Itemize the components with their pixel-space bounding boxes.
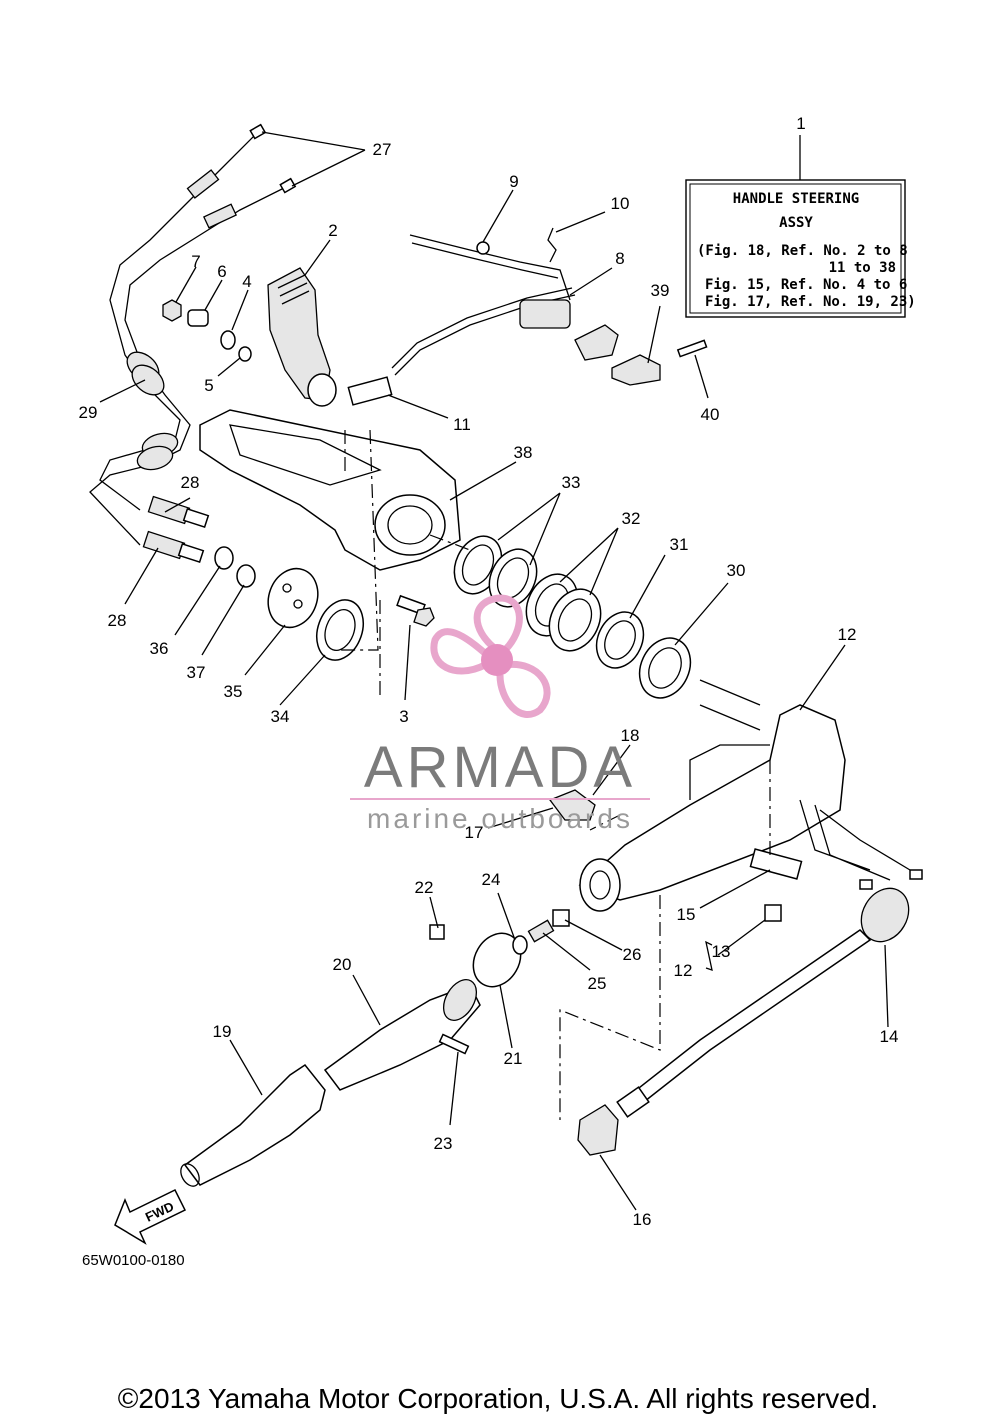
part-code: 65W0100-0180 [82,1252,185,1269]
callout-number: 3 [399,707,408,726]
callout-number: 37 [187,663,206,682]
label-plate [347,376,393,406]
callout-number: 9 [509,172,518,191]
callout-number: 25 [588,974,607,993]
callout-number: 32 [622,509,641,528]
throttle-lever [267,267,337,407]
callout-number: 8 [615,249,624,268]
link-rod-assembly [391,227,619,376]
callout-number: 12 [674,961,693,980]
watermark-tagline: marine outboards [367,803,633,834]
parts-drawing [89,123,923,1187]
callout-number: 11 [453,415,471,434]
callout-number: 39 [651,281,670,300]
info-box-ref-line4: Fig. 17, Ref. No. 19, 23) [705,294,916,310]
callout-number: 16 [633,1210,652,1229]
bolt [396,594,435,627]
callout-number: 23 [434,1134,453,1153]
callout-number: 38 [514,443,533,462]
steering-shaft [616,887,910,1118]
callout-number: 14 [880,1027,899,1046]
propeller-hub-icon [481,644,513,676]
info-box-ref-line3: Fig. 15, Ref. No. 4 to 6 [705,277,907,293]
callout-number: 24 [482,870,501,889]
callout-number: 19 [213,1022,232,1041]
callout-number: 4 [242,272,251,291]
screw [764,904,782,922]
cable-grommet-parts [214,546,319,629]
friction-washers [316,535,692,699]
small-fasteners-top-left [162,299,252,362]
callout-number: 22 [415,878,434,897]
watermark-brand: ARMADA [364,735,636,800]
callout-number: 18 [621,726,640,745]
steering-bracket [578,679,923,912]
fwd-arrow: FWD [114,1188,187,1245]
friction-bolt [611,339,708,386]
callout-number: 28 [108,611,127,630]
throttle-cables [89,123,297,564]
callout-number: 28 [181,473,200,492]
armada-watermark: ARMADA marine outboards [350,594,650,834]
callout-number: 26 [623,945,642,964]
callout-number: 1 [796,114,805,133]
callout-number: 29 [79,403,98,422]
clamp [577,1104,619,1156]
callout-number: 33 [562,473,581,492]
callout-number: 13 [712,942,731,961]
callout-number: 6 [217,262,226,281]
grease-nipple [548,789,596,821]
info-box-title-line1: HANDLE STEERING [733,191,859,207]
info-box: HANDLE STEERING ASSY (Fig. 18, Ref. No. … [685,135,916,318]
callout-number: 34 [271,707,290,726]
callout-number: 2 [328,221,337,240]
callout-number: 20 [333,955,352,974]
callout-number: 27 [373,140,392,159]
callout-number: 35 [224,682,243,701]
leader-lines [99,131,889,1211]
info-box-ref-line2: 11 to 38 [829,260,896,276]
callout-number: 30 [727,561,746,580]
callout-numbers: 1 2 3 4 5 6 7 8 9 10 11 12 12 13 14 15 1… [79,114,899,1229]
callout-number: 36 [150,639,169,658]
callout-number: 17 [465,823,484,842]
callout-number: 12 [838,625,857,644]
info-box-title-line2: ASSY [779,215,813,231]
throttle-grip-assembly [180,909,570,1187]
plate [749,848,803,880]
info-box-ref-line1: (Fig. 18, Ref. No. 2 to 8 [697,243,908,259]
callout-number: 10 [611,194,630,213]
callout-number: 7 [191,252,200,271]
steering-handle-bracket [199,409,461,571]
callout-number: 31 [670,535,689,554]
propeller-logo-icon [430,594,551,718]
copyright-notice: ©2013 Yamaha Motor Corporation, U.S.A. A… [118,1383,878,1414]
callout-number: 15 [677,905,696,924]
callout-number: 21 [504,1049,523,1068]
callout-number: 40 [701,405,720,424]
callout-number: 5 [204,376,213,395]
